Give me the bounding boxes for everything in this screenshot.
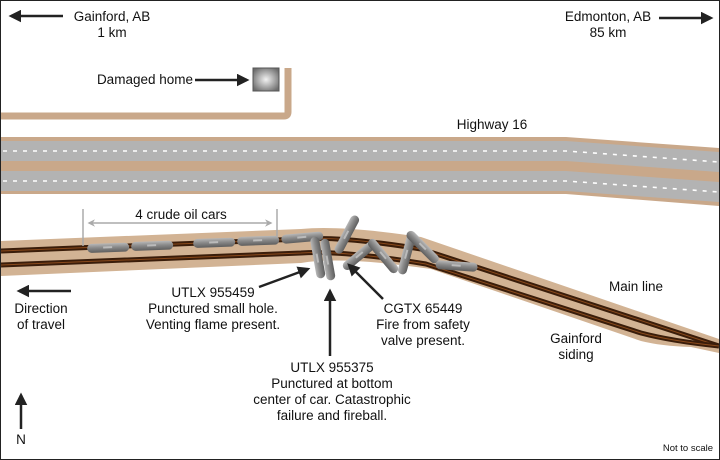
- edmonton-distance: 85 km: [589, 25, 627, 40]
- highway-16: [1, 137, 719, 206]
- gainford-direction-label: Gainford, AB 1 km: [67, 9, 157, 41]
- tank-car-utlx-955375: [320, 238, 336, 281]
- tank-car: [310, 236, 326, 279]
- callout-arrow-cgtx-65449: [347, 263, 384, 300]
- tank-car: [435, 260, 478, 272]
- tank-car: [406, 230, 439, 264]
- tank-car: [131, 240, 174, 251]
- crude-oil-cars-bracket: [82, 209, 278, 246]
- tank-car: [398, 233, 416, 275]
- driveway: [1, 68, 292, 120]
- highway-label: Highway 16: [456, 117, 528, 132]
- tank-car: [237, 235, 280, 246]
- gainford-distance: 1 km: [97, 25, 127, 40]
- gainford-place: Gainford, AB: [73, 9, 151, 24]
- tank-car: [193, 237, 236, 248]
- edmonton-direction-label: Edmonton, AB 85 km: [553, 9, 663, 41]
- edmonton-place: Edmonton, AB: [564, 9, 652, 24]
- callout-arrow-utlx-955459: [258, 266, 311, 289]
- crude-oil-cars-label: 4 crude oil cars: [135, 207, 227, 222]
- tank-cars-derailed: [310, 215, 478, 281]
- direction-of-travel-label: Direction of travel: [14, 301, 68, 332]
- tank-car: [334, 215, 360, 254]
- callout-cgtx-65449: CGTX 65449 Fire from safety valve presen…: [376, 301, 470, 348]
- scale-note: Not to scale: [662, 443, 713, 454]
- callout-utlx-955459: UTLX 955459 Punctured small hole. Ventin…: [145, 285, 281, 332]
- callout-utlx-955375: UTLX 955375 Punctured at bottom center o…: [253, 360, 411, 423]
- tank-car-cgtx-65449: [342, 239, 378, 271]
- damaged-home-label: Damaged home: [96, 72, 193, 87]
- tank-cars-inline: [87, 231, 324, 253]
- tank-car: [87, 242, 130, 253]
- gainford-siding-label: Gainford siding: [550, 331, 602, 362]
- tank-car: [367, 238, 399, 274]
- house-icon: [252, 67, 280, 92]
- north-label: N: [16, 432, 26, 447]
- main-line-label: Main line: [608, 279, 664, 294]
